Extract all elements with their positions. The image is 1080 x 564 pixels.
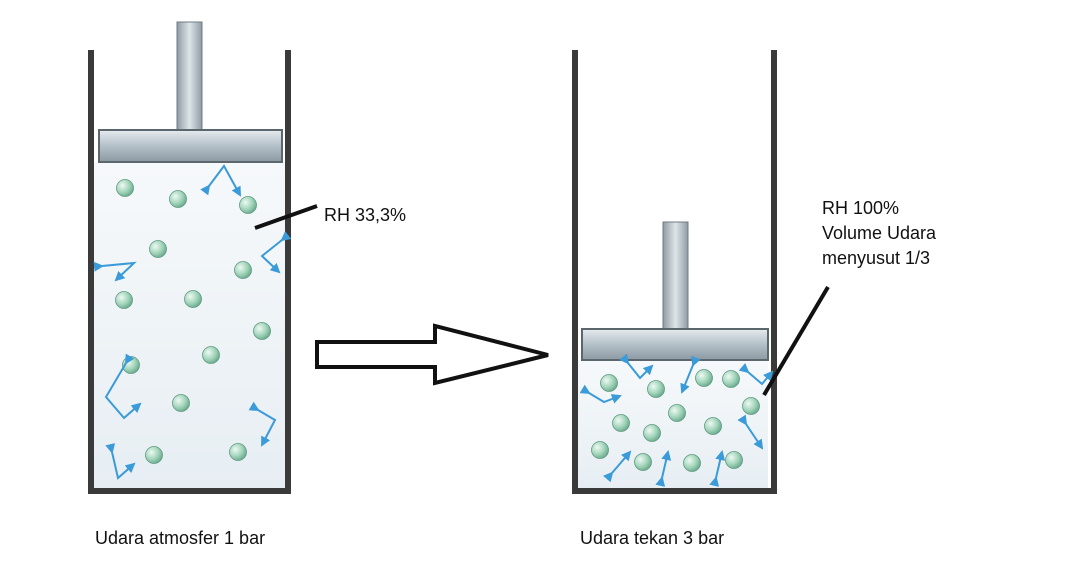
gas-molecule xyxy=(647,380,665,398)
gas-molecule xyxy=(116,179,134,197)
motion-arrow xyxy=(709,450,726,487)
motion-arrow xyxy=(602,450,632,483)
left-piston-head xyxy=(98,129,283,163)
motion-arrow xyxy=(105,443,136,480)
gas-molecule xyxy=(722,370,740,388)
left-motion-arrows xyxy=(93,164,292,480)
gas-molecule xyxy=(742,397,760,415)
gas-molecule xyxy=(643,424,661,442)
gas-molecule xyxy=(725,451,743,469)
motion-arrow xyxy=(248,401,277,447)
right-piston-rod xyxy=(662,221,689,331)
gas-molecule xyxy=(169,190,187,208)
left-leader-line xyxy=(254,204,318,230)
gas-molecule xyxy=(172,394,190,412)
gas-molecule xyxy=(591,441,609,459)
gas-molecule xyxy=(668,404,686,422)
gas-molecule xyxy=(239,196,257,214)
gas-molecule xyxy=(634,453,652,471)
motion-arrow xyxy=(738,362,774,386)
motion-arrow xyxy=(619,353,654,380)
right-caption: Udara tekan 3 bar xyxy=(580,528,724,548)
motion-arrow xyxy=(655,450,672,487)
right-piston-head xyxy=(581,328,769,361)
left-piston-rod xyxy=(176,21,203,131)
motion-arrow xyxy=(737,414,764,450)
right-cylinder xyxy=(572,50,777,494)
motion-arrow xyxy=(260,231,292,274)
motion-arrow xyxy=(579,384,622,404)
gas-molecule xyxy=(612,414,630,432)
gas-molecule xyxy=(149,240,167,258)
gas-molecule xyxy=(184,290,202,308)
right-leader-line xyxy=(762,285,830,397)
gas-molecule xyxy=(202,346,220,364)
right-motion-arrows xyxy=(579,353,774,487)
left-cylinder xyxy=(88,21,292,494)
left-rh-label: RH 33,3% xyxy=(324,205,406,225)
right-rh-label: RH 100% xyxy=(822,198,899,218)
motion-arrow xyxy=(93,261,137,282)
right-cylinder-walls xyxy=(572,50,777,494)
gas-molecule xyxy=(145,446,163,464)
motion-arrow xyxy=(680,355,701,394)
gas-molecule xyxy=(683,454,701,472)
gas-molecule xyxy=(600,374,618,392)
gas-molecule xyxy=(229,443,247,461)
gas-molecule xyxy=(234,261,252,279)
motion-arrow xyxy=(104,353,142,420)
right-arrow-icon xyxy=(315,323,549,386)
left-caption: Udara atmosfer 1 bar xyxy=(95,528,265,548)
motion-arrow xyxy=(200,164,241,197)
right-shrink-label: menyusut 1/3 xyxy=(822,248,930,268)
gas-molecule xyxy=(115,291,133,309)
gas-molecule xyxy=(704,417,722,435)
gas-molecule xyxy=(253,322,271,340)
right-volume-label: Volume Udara xyxy=(822,223,937,243)
gas-molecule xyxy=(695,369,713,387)
